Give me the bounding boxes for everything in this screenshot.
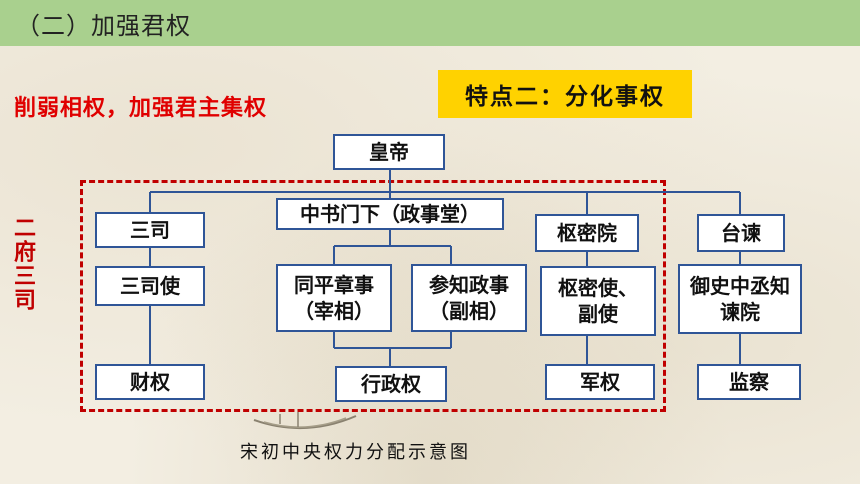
vice-chancellor-box: 参知政事（副相） bbox=[411, 264, 527, 332]
sansi-box: 三司 bbox=[95, 212, 205, 248]
sansi-shi-box: 三司使 bbox=[95, 266, 205, 306]
military-power-box: 军权 bbox=[545, 364, 655, 400]
administrative-power-box: 行政权 bbox=[335, 366, 447, 402]
subtitle: 削弱相权，加强君主集权 bbox=[14, 96, 268, 121]
chancellor-box: 同平章事（宰相） bbox=[276, 264, 392, 332]
zhongshu-menxia-box: 中书门下（政事堂） bbox=[276, 198, 504, 230]
privy-commissioner-box: 枢密使、副使 bbox=[540, 266, 656, 336]
finance-power-box: 财权 bbox=[95, 364, 205, 400]
censorate-box: 台谏 bbox=[697, 214, 785, 252]
feature-badge: 特点二：分化事权 bbox=[438, 70, 692, 118]
censor-box: 御史中丞知谏院 bbox=[678, 264, 802, 334]
side-label: 二府三司 bbox=[10, 216, 35, 312]
diagram-caption: 宋初中央权力分配示意图 bbox=[240, 442, 471, 463]
supervision-power-box: 监察 bbox=[697, 364, 801, 400]
emperor-box: 皇帝 bbox=[333, 134, 445, 170]
two-offices-three-bureaus-frame bbox=[80, 180, 666, 412]
boat-icon bbox=[253, 412, 357, 430]
privy-council-box: 枢密院 bbox=[535, 214, 639, 252]
page-title: （二）加强君权 bbox=[16, 12, 191, 40]
header-bar: （二）加强君权 bbox=[0, 0, 860, 46]
